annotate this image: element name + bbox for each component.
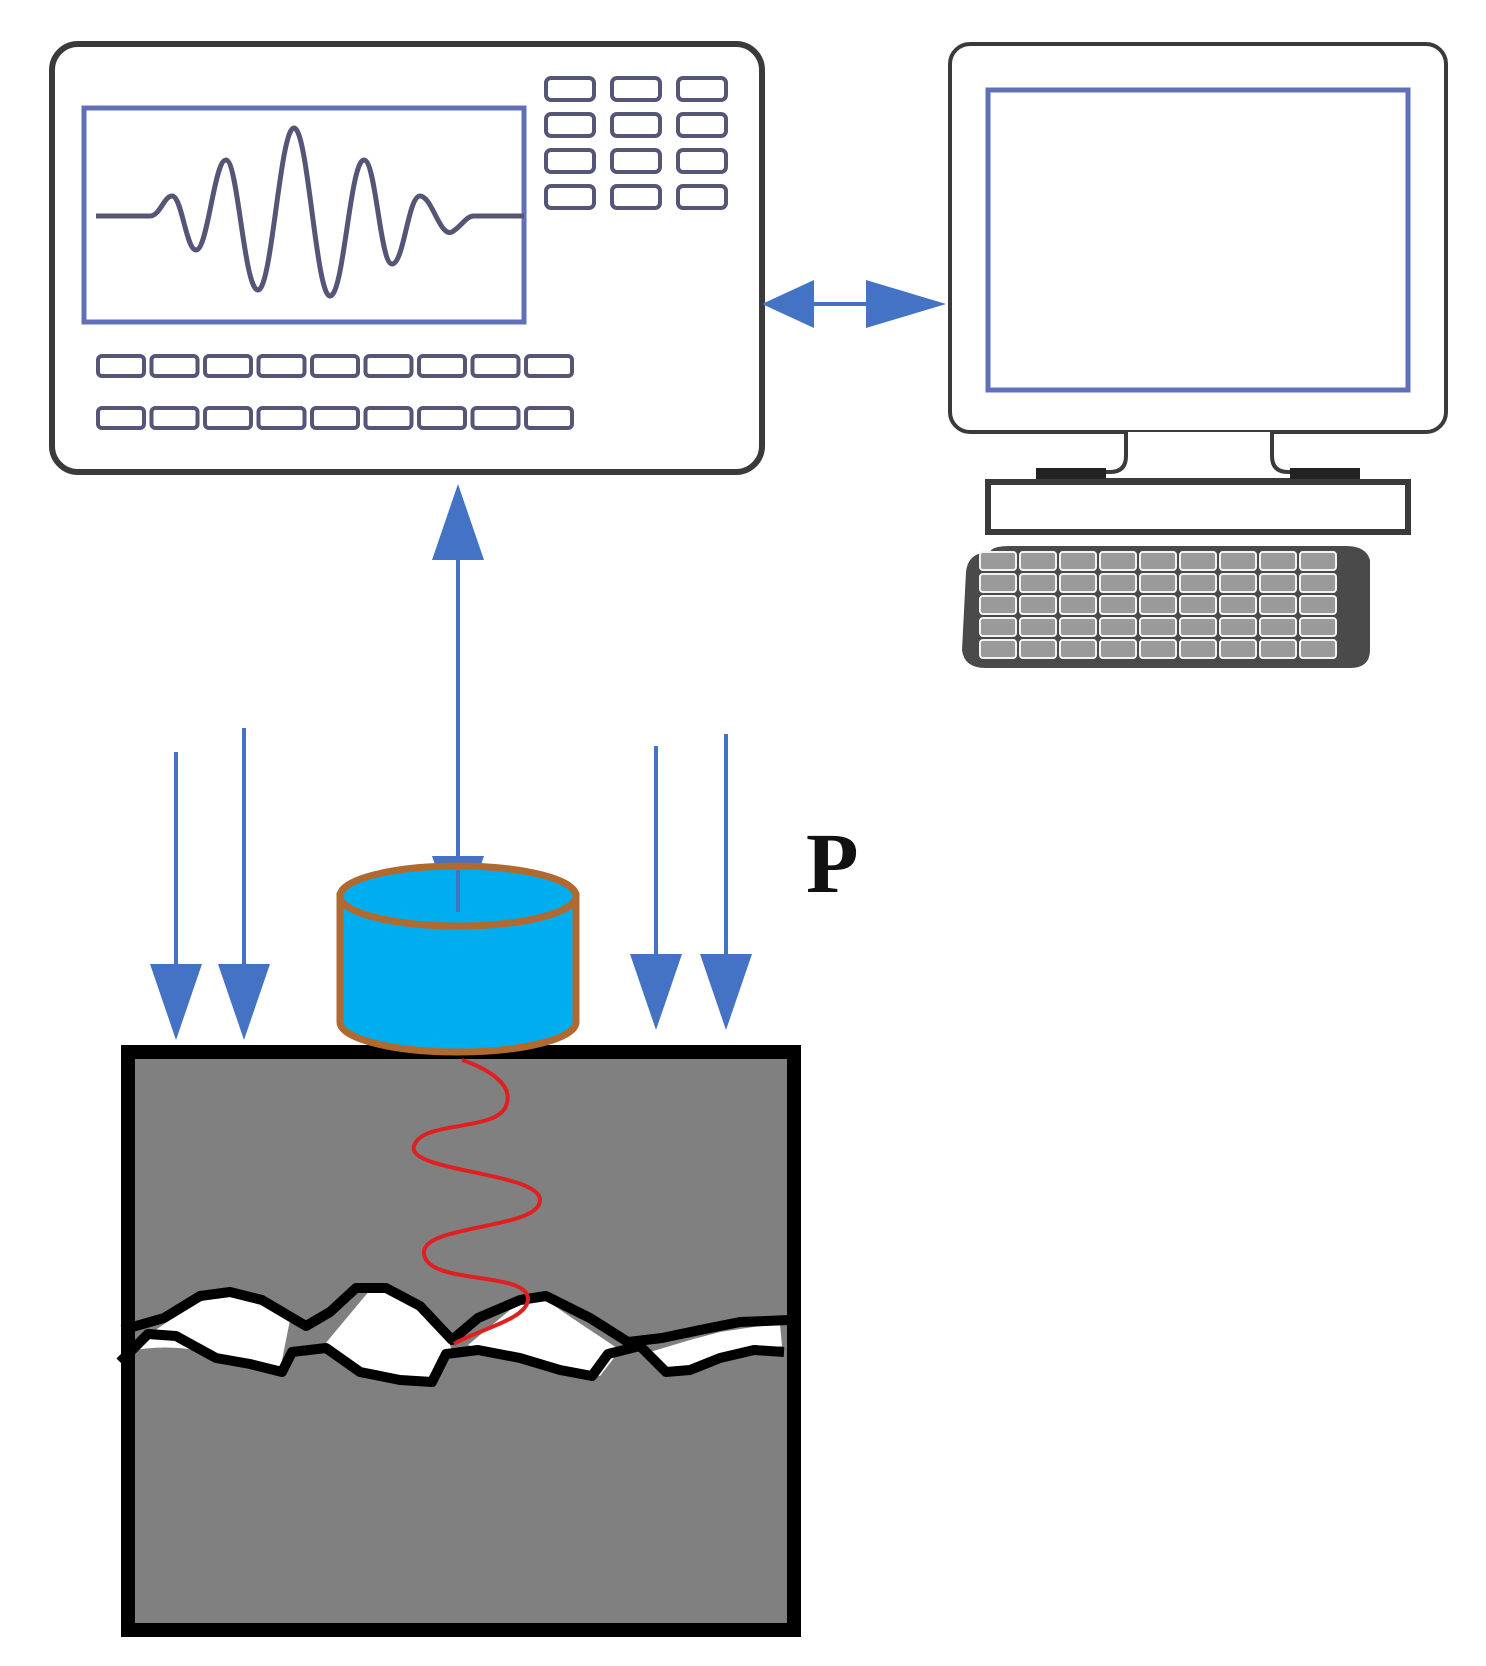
keyboard-key: [1179, 639, 1217, 659]
instrument-button: [256, 406, 307, 430]
keyboard-key: [1139, 573, 1177, 593]
instrument-button: [417, 406, 467, 430]
keyboard-key: [1099, 639, 1137, 659]
instrument-button-rows: [96, 354, 574, 430]
keyboard-key: [1219, 639, 1257, 659]
fracture-line-upper: [120, 1283, 791, 1347]
keyboard-key: [1099, 617, 1137, 637]
instrument-key: [544, 112, 596, 138]
pressure-arrows: [150, 728, 752, 1040]
keyboard-key: [1179, 573, 1217, 593]
keyboard-key: [979, 595, 1017, 615]
instrument-key: [610, 112, 662, 138]
keyboard-key: [1219, 551, 1257, 571]
keyboard-key: [1179, 551, 1217, 571]
waveform-icon: [96, 125, 524, 299]
keyboard-key: [1019, 551, 1057, 571]
pressure-arrow: [630, 746, 682, 1030]
keyboard-key: [1299, 617, 1337, 637]
instrument-button: [310, 406, 360, 430]
instrument-key: [610, 76, 662, 102]
keyboard-key: [1299, 573, 1337, 593]
keyboard-key: [1019, 573, 1057, 593]
instrument-button: [363, 354, 414, 378]
fracture-surface: [124, 1290, 782, 1380]
instrument-keypad: [544, 76, 728, 210]
keyboard-key: [1299, 595, 1337, 615]
keyboard-key: [1059, 639, 1097, 659]
instrument-button: [524, 354, 574, 378]
monitor-screen: [985, 87, 1411, 393]
fracture-line-lower: [116, 1329, 785, 1387]
keyboard-key: [979, 573, 1017, 593]
keyboard-key: [979, 551, 1017, 571]
keyboard-key: [1099, 573, 1137, 593]
keyboard-key: [1059, 573, 1097, 593]
keyboard-key: [1059, 551, 1097, 571]
keyboard-key: [1259, 639, 1297, 659]
keyboard-key: [1139, 595, 1177, 615]
instrument-key: [676, 184, 728, 210]
keyboard-key: [1099, 595, 1137, 615]
instrument-button: [524, 406, 574, 430]
instrument-button: [203, 406, 253, 430]
keyboard-key: [1259, 617, 1297, 637]
transducer-icon: [336, 862, 580, 1056]
keyboard-key: [1139, 639, 1177, 659]
keyboard-key: [1179, 595, 1217, 615]
keyboard-key: [1259, 573, 1297, 593]
keyboard-key: [1219, 595, 1257, 615]
keyboard-key: [1259, 551, 1297, 571]
keyboard-key: [1219, 573, 1257, 593]
instrument-key: [610, 148, 662, 174]
instrument-button: [417, 354, 467, 378]
instrument-key: [676, 148, 728, 174]
instrument-button: [96, 354, 146, 378]
keyboard-key: [979, 639, 1017, 659]
instrument-key: [610, 184, 662, 210]
keyboard-key: [1259, 595, 1297, 615]
keyboard-key: [1059, 595, 1097, 615]
instrument-key: [544, 148, 596, 174]
pressure-arrow: [218, 728, 270, 1040]
instrument-key: [676, 112, 728, 138]
keyboard-key: [1179, 617, 1217, 637]
instrument-button: [470, 406, 521, 430]
instrument-button: [149, 406, 200, 430]
keyboard-key: [1299, 551, 1337, 571]
keyboard-key: [1139, 617, 1177, 637]
keyboard-icon: [962, 546, 1370, 668]
instrument-button: [363, 406, 414, 430]
keyboard-key: [1019, 639, 1057, 659]
instrument-button: [203, 354, 253, 378]
instrument-button: [256, 354, 307, 378]
rock-specimen-icon: [116, 1045, 801, 1637]
instrument-computer-link-arrow: [762, 280, 946, 328]
computer-monitor-icon: [948, 42, 1448, 535]
monitor-base: [985, 479, 1411, 535]
pressure-arrow: [150, 752, 202, 1040]
keyboard-key: [979, 617, 1017, 637]
instrument-key: [544, 76, 596, 102]
instrument-button: [149, 354, 200, 378]
keyboard-key: [1219, 617, 1257, 637]
instrument-key: [676, 76, 728, 102]
pressure-arrow: [700, 734, 752, 1030]
keyboard-key: [1059, 617, 1097, 637]
keyboard-key: [1019, 595, 1057, 615]
instrument-button: [96, 406, 146, 430]
keyboard-key: [1019, 617, 1057, 637]
pressure-label: P: [806, 815, 859, 911]
instrument-key: [544, 184, 596, 210]
keyboard-key: [1099, 551, 1137, 571]
keyboard-key: [1139, 551, 1177, 571]
instrument-button: [470, 354, 521, 378]
keyboard-key: [1299, 639, 1337, 659]
ultrasonic-wave-icon: [411, 1058, 543, 1346]
instrument-button: [310, 354, 360, 378]
ultrasonic-instrument-icon: [49, 41, 765, 475]
